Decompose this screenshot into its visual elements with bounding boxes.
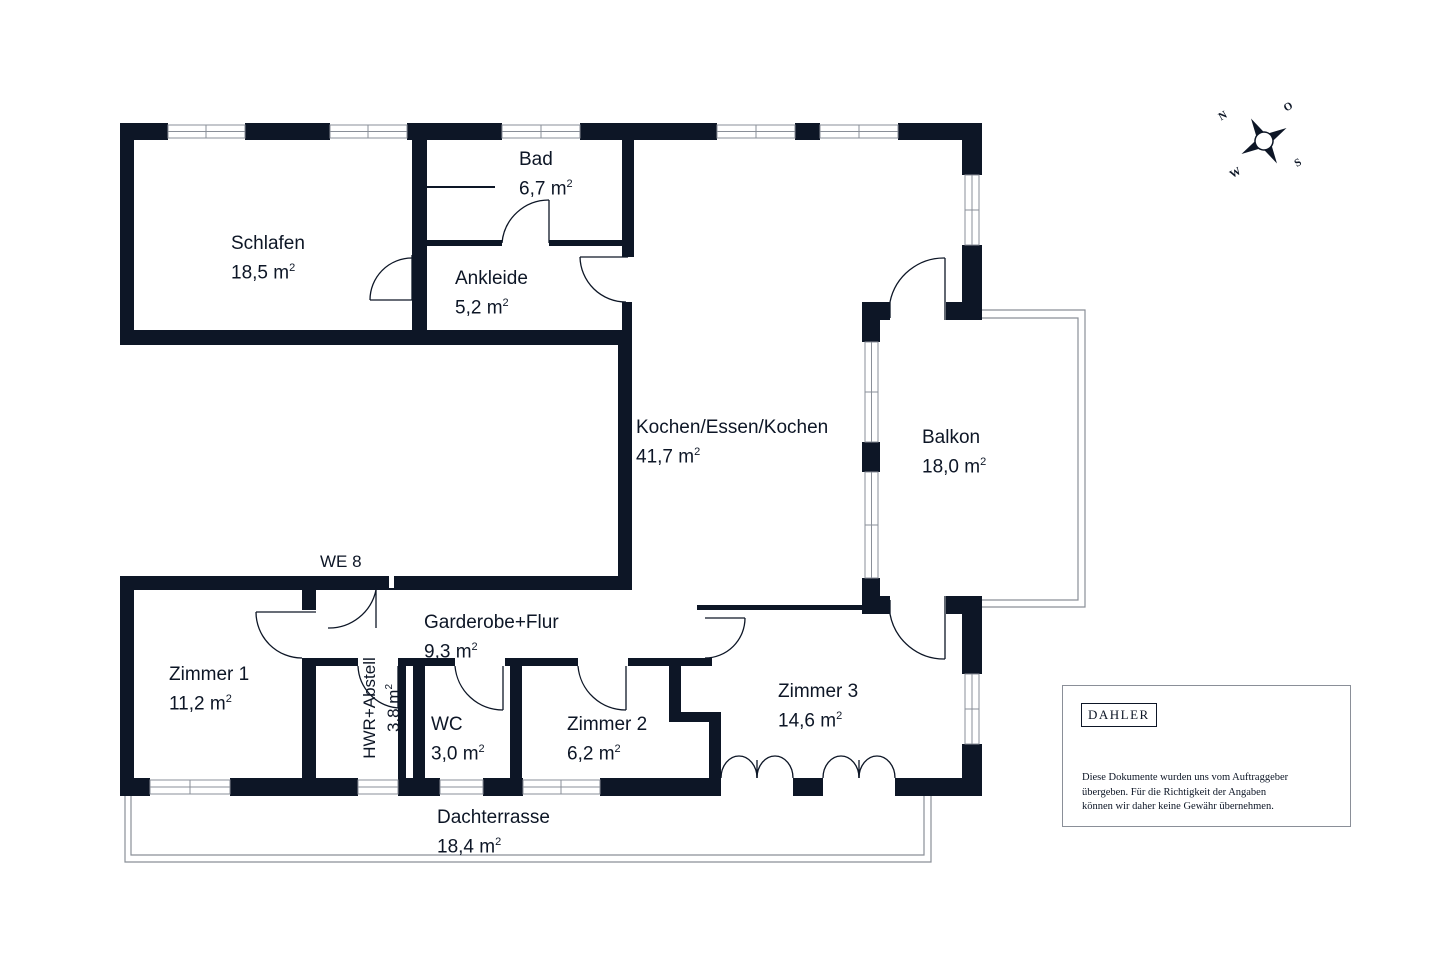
balkon-outline	[981, 309, 1086, 608]
room-area: 18,0 m	[922, 456, 981, 478]
room-name: Zimmer 3	[778, 681, 859, 702]
room-name: Balkon	[922, 427, 981, 448]
room-kochen: Kochen/Essen/Kochen 41,7 m2	[636, 416, 828, 469]
unit-sup: 2	[836, 710, 843, 722]
room-name: Garderobe+Flur	[424, 612, 559, 633]
room-area: 9,3 m	[424, 641, 472, 663]
walls	[120, 123, 982, 796]
entrance-arrow-icon	[340, 576, 362, 586]
disclaimer-box	[1062, 685, 1351, 827]
disclaimer-line: Diese Dokumente wurden uns vom Auftragge…	[1082, 772, 1289, 783]
room-zimmer2: Zimmer 2 6,2 m2	[567, 713, 647, 766]
room-balkon: Balkon 18,0 m2	[922, 426, 986, 479]
entrance-label: WE 8	[320, 552, 362, 571]
unit-sup: 2	[289, 262, 296, 274]
room-area: 41,7 m	[636, 446, 695, 468]
unit-sup: 2	[694, 446, 701, 458]
room-zimmer1: Zimmer 1 11,2 m2	[169, 663, 249, 716]
dahler-logo: DAHLER	[1081, 703, 1157, 727]
room-name: WC	[431, 714, 463, 735]
room-hwr: HWR+Abstell 3,8 m2	[360, 657, 404, 759]
windows	[149, 124, 980, 795]
room-area: 5,2 m	[455, 297, 503, 319]
room-area: 18,4 m	[437, 836, 496, 858]
unit-sup: 2	[384, 683, 396, 690]
room-area: 18,5 m	[231, 262, 290, 284]
room-area: 3,8 m	[383, 689, 403, 733]
unit-sup: 2	[225, 693, 232, 705]
room-schlafen: Schlafen 18,5 m2	[231, 232, 305, 285]
room-area: 14,6 m	[778, 710, 837, 732]
unit-sup: 2	[502, 297, 509, 309]
compass-rose-icon	[1241, 118, 1287, 164]
room-area: 3,0 m	[431, 743, 479, 765]
room-ankleide: Ankleide 5,2 m2	[455, 267, 528, 320]
room-area: 6,2 m	[567, 743, 615, 765]
room-bad: Bad 6,7 m2	[519, 148, 573, 201]
dachterrasse-outline	[124, 796, 932, 863]
room-name: Zimmer 2	[567, 714, 648, 735]
room-name: Ankleide	[455, 268, 528, 289]
room-wc: WC 3,0 m2	[431, 713, 485, 766]
room-name: Kochen/Essen/Kochen	[636, 417, 829, 438]
unit-sup: 2	[471, 641, 478, 653]
room-dachterrasse: Dachterrasse 18,4 m2	[437, 806, 550, 859]
disclaimer-line: übergeben. Für die Richtigkeit der Angab…	[1082, 786, 1267, 798]
room-name: Schlafen	[231, 233, 305, 254]
door-swings	[255, 199, 946, 779]
disclaimer-text: Diese Dokumente wurden uns vom Auftragge…	[1082, 771, 1344, 815]
room-zimmer3: Zimmer 3 14,6 m2	[778, 680, 858, 733]
unit-sup: 2	[980, 456, 987, 468]
unit-sup: 2	[614, 743, 621, 755]
room-name: Bad	[519, 149, 553, 170]
room-name: Dachterrasse	[437, 807, 550, 828]
room-area: 6,7 m	[519, 178, 567, 200]
room-name: Zimmer 1	[169, 664, 250, 685]
unit-sup: 2	[566, 178, 573, 190]
unit-sup: 2	[478, 743, 485, 755]
disclaimer-line: können wir daher keine Gewähr übernehmen…	[1082, 801, 1274, 812]
room-area: 11,2 m	[169, 693, 226, 715]
unit-sup: 2	[495, 836, 502, 848]
room-garderobe: Garderobe+Flur 9,3 m2	[424, 611, 559, 664]
room-name: HWR+Abstell	[360, 657, 380, 759]
